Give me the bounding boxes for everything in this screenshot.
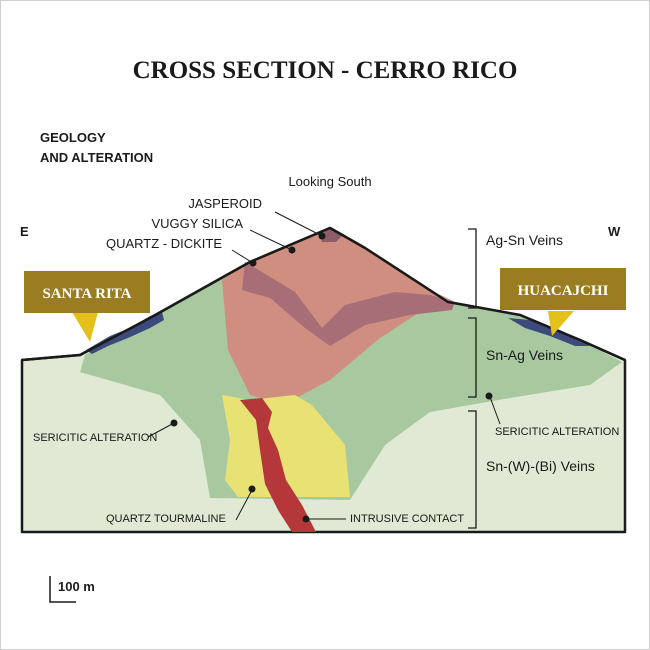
quartz-tourmaline-label: QUARTZ TOURMALINE — [106, 513, 226, 525]
sericitic-alteration-right-label: SERICITIC ALTERATION — [495, 426, 619, 438]
huacajchi-banner — [500, 268, 626, 310]
west-label: W — [608, 224, 621, 239]
vuggy-silica-label: VUGGY SILICA — [151, 216, 243, 231]
topographic-profile — [21, 226, 626, 362]
huacajchi-label: HUACAJCHI — [518, 283, 609, 299]
view-direction-label: Looking South — [288, 174, 371, 189]
ag-sn-veins-label: Ag-Sn Veins — [486, 232, 563, 248]
vuggy-silica-band — [242, 262, 455, 346]
quartz-tourmaline-zone — [222, 395, 350, 497]
sericitic-alteration-left-label: SERICITIC ALTERATION — [33, 432, 157, 444]
sericitic-alteration-zone — [80, 228, 622, 500]
huacajchi-pointer — [548, 311, 574, 336]
sn-w-bi-veins-label: Sn-(W)-(Bi) Veins — [486, 458, 595, 474]
cover-deposit-right — [508, 318, 590, 346]
jasperoid-cap — [320, 228, 342, 242]
vein-brackets — [468, 228, 477, 529]
quartz-dickite-label: QUARTZ - DICKITE — [106, 236, 222, 251]
cover-deposit-left — [86, 312, 164, 354]
subtitle-alteration: AND ALTERATION — [40, 150, 153, 165]
leader-lines — [147, 211, 501, 523]
scale-bar — [49, 576, 76, 603]
scale-bar-label: 100 m — [58, 579, 95, 594]
santa-rita-banner — [24, 271, 150, 313]
intrusive-contact-dyke — [240, 398, 316, 532]
diagram-title: CROSS SECTION - CERRO RICO — [133, 57, 518, 84]
jasperoid-label: JASPEROID — [188, 196, 262, 211]
intrusive-contact-label: INTRUSIVE CONTACT — [350, 513, 464, 525]
sn-ag-veins-label: Sn-Ag Veins — [486, 347, 563, 363]
santa-rita-pointer — [72, 312, 98, 342]
east-label: E — [20, 224, 29, 239]
santa-rita-label: SANTA RITA — [42, 286, 131, 302]
subtitle-geology: GEOLOGY — [40, 130, 106, 145]
